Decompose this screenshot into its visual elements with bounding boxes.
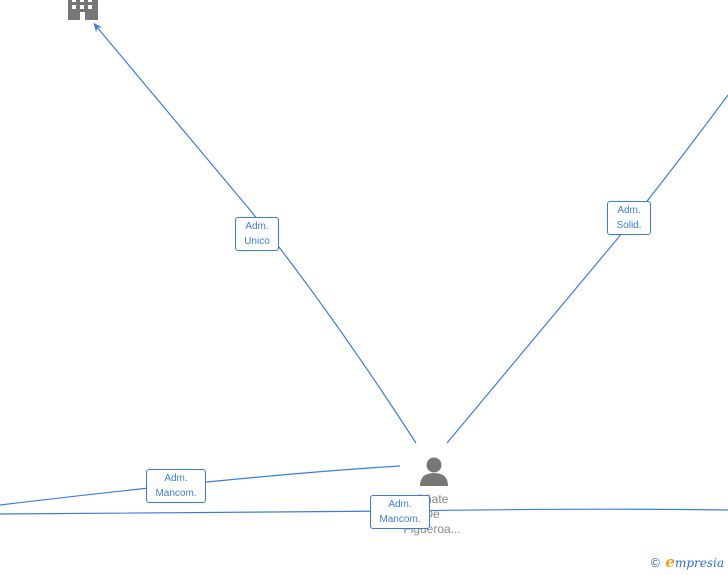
building-icon[interactable] [68,0,98,20]
brand-initial: e [665,553,675,571]
edge-mancom-1 [0,465,401,506]
edge-label-unico: Adm. Unico [235,217,279,251]
edge-solid [446,94,728,444]
edge-label-line: Adm. [245,221,269,232]
edge-label-mancom-2: Adm. Mancom. [370,495,430,529]
empresia-watermark: ©empresia [649,553,724,571]
brand-name: mpresia [674,556,724,570]
person-icon[interactable] [420,457,448,487]
edge-label-line: Adm. [617,205,641,216]
edge-label-line: Unico [244,236,270,247]
edge-label-mancom-1: Adm. Mancom. [146,469,206,503]
edge-label-line: Adm. [164,473,188,484]
edge-mancom-2 [0,508,728,515]
edge-label-line: Mancom. [379,514,421,525]
edge-label-line: Adm. [388,499,412,510]
edge-label-solid: Adm. Solid. [607,201,651,235]
edge-label-line: Mancom. [155,488,197,499]
edge-label-line: Solid. [616,220,642,231]
copyright-symbol: © [649,556,662,570]
